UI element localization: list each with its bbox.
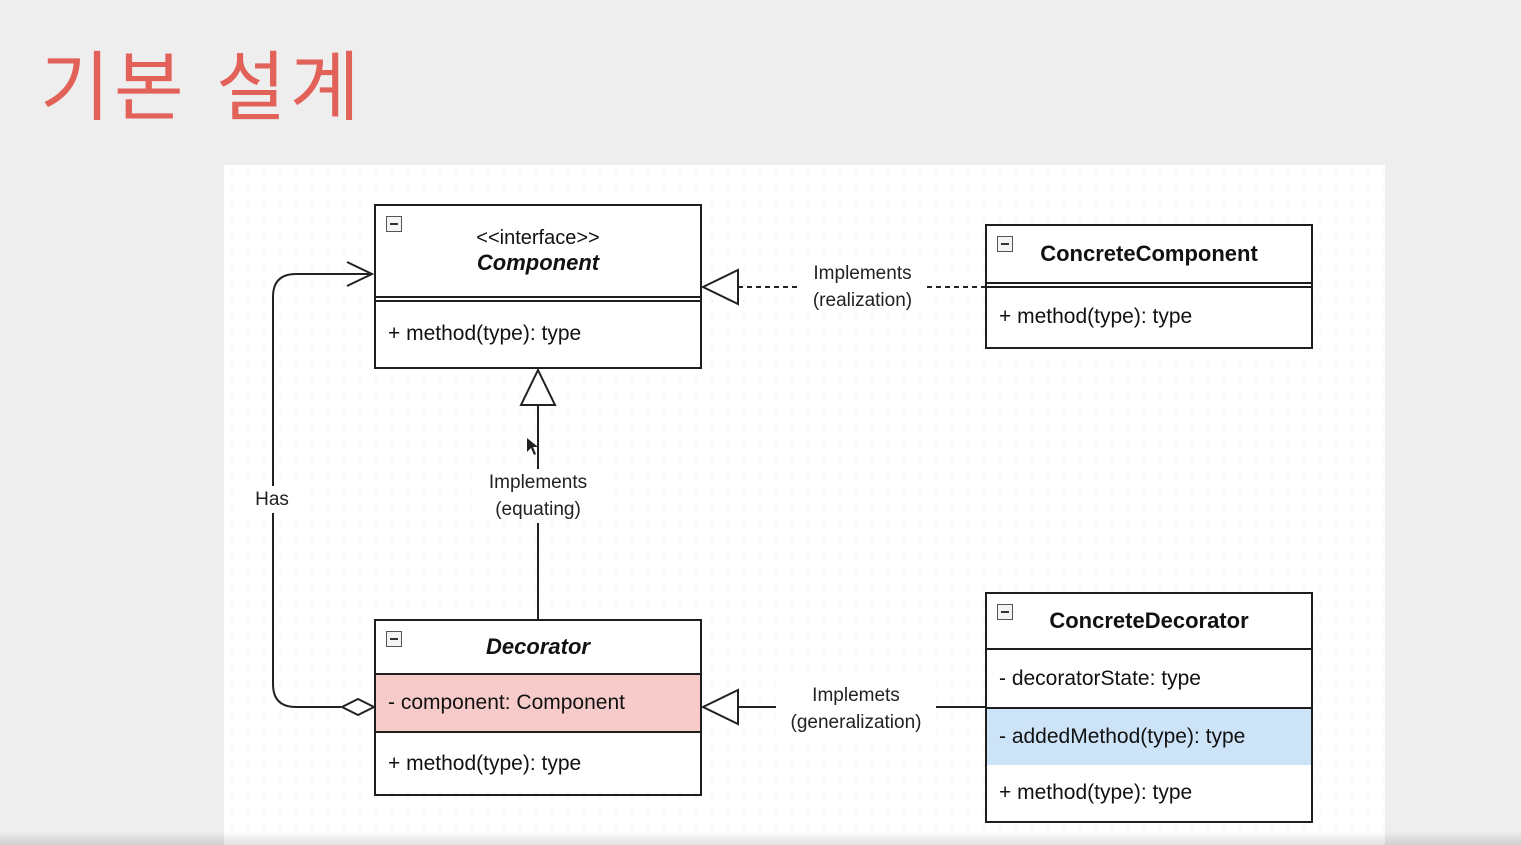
class-name: ConcreteDecorator: [1049, 608, 1249, 633]
realization-label: Implements (realization): [800, 260, 925, 314]
method-row: + method(type): type: [388, 321, 582, 345]
collapse-icon[interactable]: [997, 604, 1013, 620]
realization-label-line1: Implements: [813, 263, 912, 284]
slide-title: 기본 설계: [40, 43, 364, 132]
class-decorator-header: Decorator: [376, 621, 700, 675]
collapse-icon[interactable]: [997, 236, 1013, 252]
stereotype-label: <<interface>>: [476, 226, 600, 249]
bottom-shadow: [0, 831, 1521, 845]
method-row: + method(type): type: [999, 304, 1193, 328]
class-concrete-decorator-header: ConcreteDecorator: [987, 594, 1311, 650]
highlighted-method-row: - addedMethod(type): type: [987, 709, 1311, 765]
generalization-arrowhead: [700, 688, 739, 726]
has-label: Has: [246, 486, 298, 513]
equating-label-line1: Implements: [488, 472, 588, 493]
field-row: - component: Component: [376, 675, 700, 733]
equating-label: Implements (equating): [472, 469, 604, 523]
cursor-icon: [527, 438, 538, 455]
realization-label-line2: (realization): [812, 290, 913, 311]
aggregation-diamond: [339, 697, 377, 717]
class-concrete-component[interactable]: ConcreteComponent + method(type): type: [985, 224, 1313, 349]
class-name: ConcreteComponent: [1040, 241, 1258, 266]
class-component-header: <<interface>> Component: [376, 206, 700, 302]
has-arrowhead: [346, 261, 375, 287]
class-concrete-decorator[interactable]: ConcreteDecorator - decoratorState: type…: [985, 592, 1313, 823]
generalization-label-line1: Implemets: [812, 685, 900, 706]
field-row: - decoratorState: type: [987, 650, 1311, 709]
collapse-icon[interactable]: [386, 216, 402, 232]
collapse-icon[interactable]: [386, 631, 402, 647]
generalization-label-line2: (generalization): [790, 712, 922, 733]
equating-arrowhead: [519, 367, 557, 406]
generalization-label: Implemets (generalization): [776, 682, 936, 736]
class-component[interactable]: <<interface>> Component + method(type): …: [374, 204, 702, 369]
realization-arrowhead: [700, 268, 739, 306]
class-name: Component: [476, 249, 600, 275]
class-name: Decorator: [486, 634, 590, 659]
class-decorator[interactable]: Decorator - component: Component + metho…: [374, 619, 702, 796]
equating-label-line2: (equating): [495, 499, 581, 520]
method-row: + method(type): type: [999, 781, 1193, 804]
method-row: + method(type): type: [388, 751, 582, 775]
class-concrete-component-header: ConcreteComponent: [987, 226, 1311, 288]
